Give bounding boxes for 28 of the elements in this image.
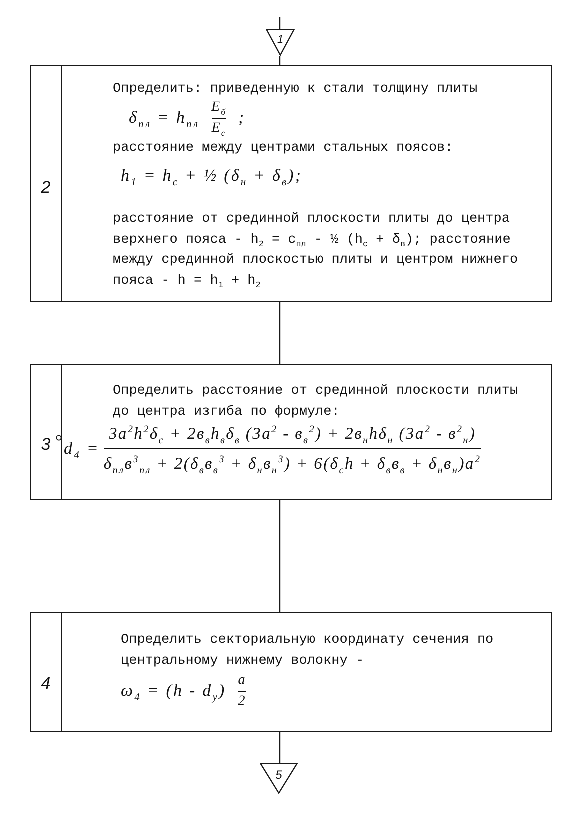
formula: δ$_{пл}$ = h$_{пл}$ bbox=[129, 107, 200, 129]
fraction-denominator: δ$_{пл}$в$^{3}$$_{пл}$ + 2(δ$_{в}$в$_{в}$$^{3}$ + δ$_{н}$в$_{н}$$^{3}$) + 6(δ$_{с}$h + δ$_{в}$в$_{в}$ + δ$_{н}$в$_{н}$)a$^{2}$ bbox=[104, 448, 482, 472]
instruction-text: Определить секториальную координату сечения по центральному нижнему волокну - bbox=[121, 632, 495, 670]
connector-line bbox=[279, 732, 281, 763]
step-number: 4 bbox=[41, 675, 51, 693]
fraction-denominator: E$_{с}$ bbox=[212, 118, 226, 136]
connector-number: 5 bbox=[276, 770, 282, 781]
connector-line bbox=[279, 302, 281, 364]
fraction-numerator: a bbox=[238, 673, 246, 690]
instruction-text: расстояние от срединной плоскости плиты до центра верхнего пояса - h$_{2}$ = c$_{пл}$ - ½ (h$_{с}$ + δ$_{в}$); расстояние между срединной плоскостью плиты и центром нижнего пояса - h = h$_{1}$ + h$_{2}$ bbox=[113, 211, 520, 292]
instruction-text: Определить расстояние от срединной плоскости плиты до центра изгиба по формуле: bbox=[113, 383, 520, 422]
process-box bbox=[30, 612, 552, 732]
instruction-text: расстояние между центрами стальных поясов: bbox=[113, 140, 454, 158]
connector-number: 1 bbox=[277, 35, 284, 46]
step-number: 2 bbox=[41, 179, 51, 197]
fraction-numerator: E$_{б}$ bbox=[212, 100, 226, 118]
connector-line bbox=[279, 500, 281, 612]
formula: h$_{1}$ = h$_{с}$ + ½ (δ$_{н}$ + δ$_{в}$); bbox=[121, 165, 303, 187]
instruction-text: Определить: приведенную к стали толщину плиты bbox=[113, 81, 479, 99]
fraction-denominator: 2 bbox=[238, 691, 246, 709]
formula: ; bbox=[238, 107, 246, 129]
fraction-numerator: 3a$^{2}$h$^{2}$δ$_{с}$ + 2в$_{в}$h$_{в}$δ$_{в}$ (3a$^{2}$ - в$_{в}$$^{2}$) + 2в$_{н}$hδ$_{н}$ (3a$^{2}$ - в$^{2}$$_{н}$) bbox=[108, 425, 478, 448]
formula: ω$_{4}$ = (h - d$_{у}$) bbox=[121, 680, 226, 702]
step-number: 3 bbox=[41, 436, 51, 454]
process-box bbox=[30, 364, 552, 500]
process-box bbox=[30, 65, 552, 302]
formula: d$_{4}$ = bbox=[64, 438, 100, 460]
connector-line bbox=[279, 17, 281, 29]
